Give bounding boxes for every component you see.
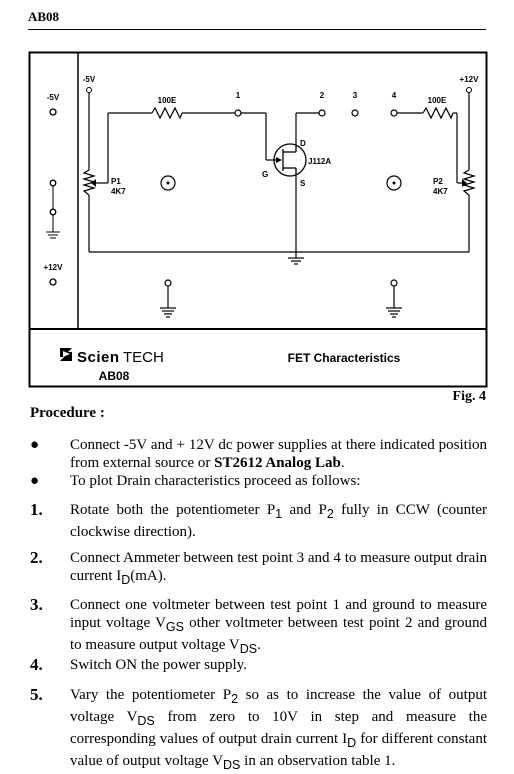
step-number: 1. bbox=[30, 500, 43, 519]
step-text: . bbox=[340, 455, 345, 471]
source-label: S bbox=[300, 179, 306, 188]
drain-label: D bbox=[300, 139, 306, 148]
left-terminal-neg5v[interactable] bbox=[49, 108, 57, 116]
jfet-gate-arrow bbox=[276, 157, 282, 163]
subscript: 2 bbox=[326, 507, 334, 521]
left-terminal-2[interactable] bbox=[49, 208, 57, 216]
supply-neg-terminal[interactable] bbox=[86, 87, 92, 93]
bullet-icon: ● bbox=[30, 473, 40, 489]
step-text: Vary the potentiometer P bbox=[70, 687, 232, 703]
potentiometer-p2 bbox=[461, 169, 477, 196]
footer-board-code: AB08 bbox=[99, 369, 130, 383]
step-text: Switch ON the power supply. bbox=[70, 657, 247, 673]
bullet-icon: ● bbox=[30, 437, 40, 453]
test-point-3[interactable] bbox=[351, 109, 359, 117]
step-4: 4. Switch ON the power supply. bbox=[30, 656, 487, 674]
subscript: 1 bbox=[275, 507, 283, 521]
test-point-4[interactable] bbox=[390, 109, 398, 117]
ground-terminal-right-icon bbox=[386, 279, 402, 318]
p2-value: 4K7 bbox=[433, 187, 448, 196]
gate-label: G bbox=[262, 170, 268, 179]
bullet-item-1: ● Connect -5V and + 12V dc power supplie… bbox=[30, 436, 487, 472]
p2-wiper-arrow bbox=[462, 179, 467, 187]
test-point-2-label: 2 bbox=[320, 91, 325, 100]
test-point-2[interactable] bbox=[318, 109, 326, 117]
test-point-1[interactable] bbox=[234, 109, 242, 117]
subscript: D bbox=[121, 573, 131, 587]
subscript: DS bbox=[223, 758, 241, 772]
step-text: To plot Drain characteristics proceed as… bbox=[70, 473, 361, 489]
jfet-icon bbox=[273, 143, 307, 177]
left-terminal-pos12v[interactable] bbox=[49, 278, 57, 286]
subscript: DS bbox=[239, 642, 258, 656]
supply-neg-label: -5V bbox=[83, 75, 96, 84]
p1-value: 4K7 bbox=[111, 187, 126, 196]
step-text: fully in CCW (counter clockwise directio… bbox=[70, 502, 488, 540]
test-point-3-label: 3 bbox=[353, 91, 358, 100]
resistor-r1 bbox=[151, 106, 183, 120]
procedure-heading: Procedure : bbox=[30, 405, 105, 421]
subscript: GS bbox=[165, 620, 184, 634]
subscript: 2 bbox=[231, 692, 239, 706]
step-number: 4. bbox=[30, 655, 43, 674]
step-2: 2. Connect Ammeter between test point 3 … bbox=[30, 549, 487, 589]
circuit-diagram: -5V +12V -5V +12V 100E 100E bbox=[28, 51, 488, 388]
step-text: other voltmeter between test point 2 and… bbox=[70, 615, 487, 653]
step-text: from zero to 10V in step and measure the… bbox=[70, 709, 487, 747]
step-1: 1. Rotate both the potentiometer P1 and … bbox=[30, 501, 487, 541]
step-text: in an observation table 1. bbox=[240, 753, 396, 769]
bullet-item-2: ● To plot Drain characteristics proceed … bbox=[30, 472, 487, 490]
header-rule bbox=[28, 29, 486, 30]
step-text: (mA). bbox=[130, 568, 167, 584]
footer-board-title: FET Characteristics bbox=[288, 351, 401, 365]
step-text: and P bbox=[282, 502, 327, 518]
step-5: 5. Vary the potentiometer P2 so as to in… bbox=[30, 686, 487, 774]
step-text: so as to increase the value of output vo… bbox=[70, 687, 487, 725]
supply-pos-label: +12V bbox=[460, 75, 480, 84]
step-text: Connect one voltmeter between test point… bbox=[70, 597, 487, 631]
left-terminal-1[interactable] bbox=[49, 179, 57, 187]
p1-wiper-arrow bbox=[91, 179, 96, 187]
subscript: DS bbox=[137, 714, 155, 728]
page-header-code: AB08 bbox=[28, 9, 60, 24]
socket-left-pin bbox=[166, 181, 170, 185]
step-text: . bbox=[257, 637, 261, 653]
p2-label: P2 bbox=[433, 177, 443, 186]
circuit-ground-icon bbox=[288, 257, 304, 265]
supply-pos-terminal[interactable] bbox=[466, 87, 472, 93]
fet-part-label: J112A bbox=[308, 157, 331, 166]
left-label-pos12v: +12V bbox=[44, 263, 64, 272]
resistor-r2 bbox=[422, 106, 454, 120]
socket-right-pin bbox=[392, 181, 396, 185]
step-text: Connect Ammeter between test point 3 and… bbox=[70, 550, 487, 584]
step-text-bold: ST2612 Analog Lab bbox=[214, 455, 341, 471]
subscript: D bbox=[347, 736, 357, 750]
test-point-1-label: 1 bbox=[236, 91, 241, 100]
step-3: 3. Connect one voltmeter between test po… bbox=[30, 596, 487, 658]
brand-name-bold: Scien bbox=[77, 349, 120, 366]
brand-name-light: TECH bbox=[123, 349, 164, 366]
step-text: Connect -5V and + 12V dc power supplies … bbox=[70, 437, 487, 471]
p1-label: P1 bbox=[111, 177, 121, 186]
board-frame bbox=[28, 51, 488, 388]
r1-value: 100E bbox=[158, 96, 177, 105]
r2-value: 100E bbox=[428, 96, 447, 105]
ground-terminal-left-icon bbox=[160, 279, 176, 318]
left-ground-icon bbox=[46, 231, 60, 239]
left-label-neg5v: -5V bbox=[47, 93, 60, 102]
circuit-wires bbox=[88, 93, 470, 258]
step-text: Rotate both the potentiometer P bbox=[70, 502, 276, 518]
step-number: 2. bbox=[30, 548, 43, 567]
step-text: for different constant value of output v… bbox=[70, 731, 488, 769]
figure-label: Fig. 4 bbox=[452, 389, 486, 404]
scientech-logo-icon bbox=[60, 348, 72, 361]
step-number: 5. bbox=[30, 685, 43, 704]
step-number: 3. bbox=[30, 595, 43, 614]
test-point-4-label: 4 bbox=[392, 91, 397, 100]
